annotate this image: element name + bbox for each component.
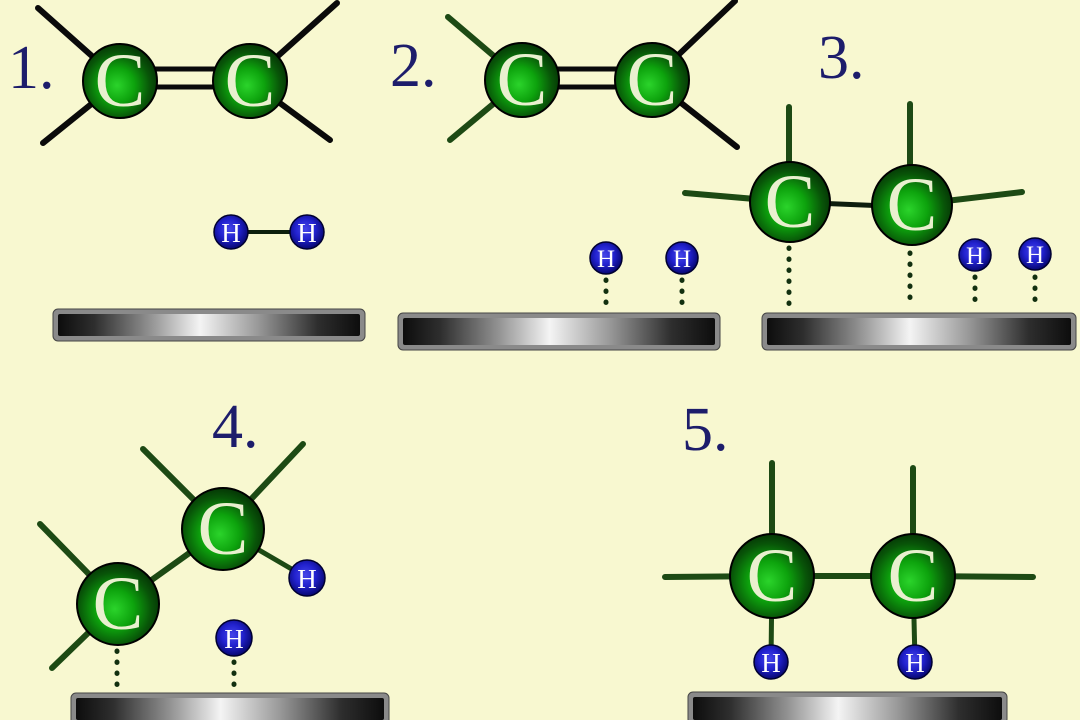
carbon-sphere: [871, 164, 953, 246]
hydrogen-sphere: [958, 238, 992, 272]
hydrogen-symbol: H: [673, 246, 691, 273]
surface-metal: [58, 314, 360, 336]
hydrogen-symbol: H: [297, 564, 317, 594]
catalyst-surface: [687, 691, 1008, 720]
hydrogen-atom: H: [213, 214, 249, 250]
carbon-symbol: C: [225, 39, 276, 123]
step-1: 1. C C H H: [8, 0, 366, 342]
step-3: 3. C C H H: [682, 24, 1077, 351]
carbon-sphere: [212, 43, 288, 119]
hydrogen-symbol: H: [966, 243, 984, 270]
hydrogen-sphere: [215, 619, 253, 657]
hydrogen-atom: H: [289, 214, 325, 250]
carbon-symbol: C: [765, 160, 816, 244]
carbon-sphere: [76, 562, 160, 646]
catalyst-surface: [397, 312, 721, 351]
carbon-symbol: C: [497, 38, 548, 122]
carbon-symbol: C: [887, 163, 938, 247]
carbon-atom: C: [181, 487, 265, 571]
step-1-label: 1.: [8, 34, 55, 102]
carbon-symbol: C: [198, 487, 249, 571]
hydrogen-sphere: [753, 644, 789, 680]
carbon-atom: C: [870, 533, 956, 619]
hydrogen-atom: H: [288, 559, 326, 597]
hydrogen-sphere: [289, 214, 325, 250]
hydrogen-atom: H: [958, 238, 992, 272]
carbon-sphere: [484, 42, 560, 118]
carbon-symbol: C: [95, 39, 146, 123]
step-2-label: 2.: [390, 32, 437, 100]
catalyst-surface: [761, 312, 1077, 351]
hydrogen-atom: H: [589, 241, 623, 275]
step-3-label: 3.: [818, 24, 865, 92]
carbon-sphere: [82, 43, 158, 119]
catalyst-surface: [70, 692, 390, 720]
step-5-label: 5.: [682, 396, 729, 464]
hydrogen-atom: H: [897, 644, 933, 680]
carbon-atom: C: [729, 533, 815, 619]
hydrogen-symbol: H: [224, 624, 244, 654]
hydrogen-symbol: H: [221, 218, 241, 248]
hydrogen-sphere: [288, 559, 326, 597]
carbon-sphere: [870, 533, 956, 619]
hydrogen-symbol: H: [1026, 242, 1044, 269]
carbon-atom: C: [212, 39, 288, 123]
step-4: 4. C C H H: [37, 393, 390, 720]
hydrogen-symbol: H: [297, 218, 317, 248]
surface-metal: [767, 318, 1071, 345]
carbon-atom: C: [871, 163, 953, 247]
hydrogen-sphere: [665, 241, 699, 275]
hydrogen-atom: H: [753, 644, 789, 680]
step-4-label: 4.: [212, 393, 259, 461]
hydrogen-sphere: [1018, 237, 1052, 271]
carbon-sphere: [729, 533, 815, 619]
carbon-symbol: C: [888, 534, 939, 618]
carbon-atom: C: [614, 38, 690, 122]
hydrogen-symbol: H: [597, 246, 615, 273]
carbon-atom: C: [82, 39, 158, 123]
carbon-atom: C: [76, 562, 160, 646]
hydrogen-symbol: H: [905, 648, 925, 678]
surface-metal: [76, 698, 384, 720]
carbon-sphere: [181, 487, 265, 571]
carbon-symbol: C: [627, 38, 678, 122]
carbon-atom: C: [484, 38, 560, 122]
catalyst-surface: [52, 308, 366, 342]
hydrogen-atom: H: [665, 241, 699, 275]
hydrogen-atom: H: [1018, 237, 1052, 271]
carbon-atom: C: [749, 160, 831, 244]
carbon-sphere: [614, 42, 690, 118]
surface-metal: [693, 697, 1002, 720]
hydrogen-atom: H: [215, 619, 253, 657]
step-5: 5. C C H H: [662, 396, 1036, 720]
carbon-sphere: [749, 161, 831, 243]
surface-metal: [403, 318, 715, 345]
step-2: 2. C C H H: [390, 0, 740, 351]
carbon-symbol: C: [747, 534, 798, 618]
hydrogen-sphere: [213, 214, 249, 250]
hydrogen-symbol: H: [761, 648, 781, 678]
hydrogen-sphere: [589, 241, 623, 275]
carbon-symbol: C: [93, 562, 144, 646]
hydrogen-sphere: [897, 644, 933, 680]
